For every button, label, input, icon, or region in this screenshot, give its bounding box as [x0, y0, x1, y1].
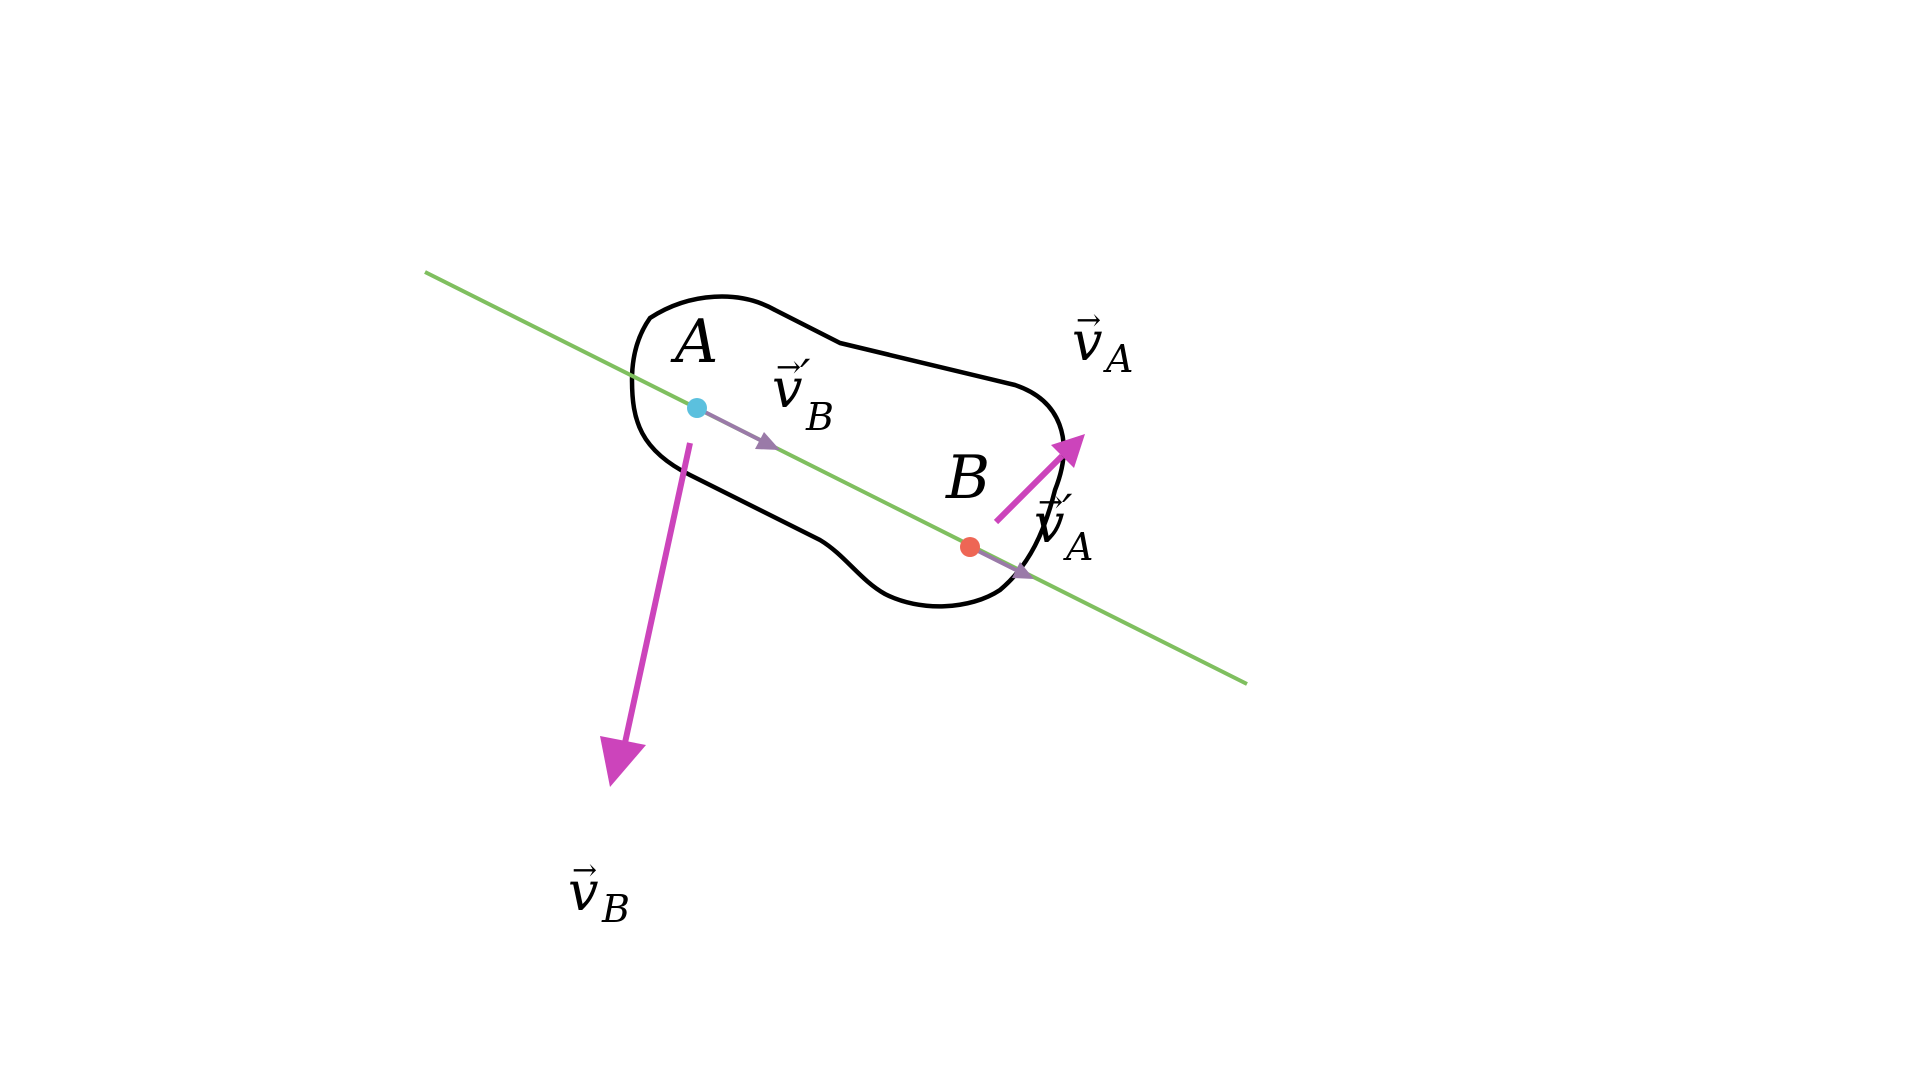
v-b-prime-arrow-shaft — [696, 406, 761, 442]
v-b-arrow-head — [600, 736, 646, 787]
v-b-prime-label-arrow: → — [776, 350, 801, 385]
v-b-prime-label-sub: B — [805, 395, 834, 439]
v-a-prime-label-mark: ′ — [1062, 484, 1073, 538]
v-a-prime-label-sub: A — [1063, 525, 1093, 569]
v-a-label-sub: A — [1103, 337, 1133, 381]
v-b-label: → v B — [568, 853, 630, 931]
v-b-arrow-shaft — [620, 442, 693, 753]
v-a-prime-arrow-head — [1012, 562, 1034, 579]
v-b-prime-arrow-head — [755, 432, 780, 450]
rigid-body-outline — [629, 294, 1066, 609]
v-a-label-arrow: → — [1076, 303, 1101, 338]
v-b-prime-label-mark: ′ — [800, 349, 811, 403]
point-b-dot — [960, 537, 980, 557]
v-a-arrow-head — [1051, 434, 1085, 468]
v-a-prime-label: → v ′ A — [1034, 484, 1093, 569]
v-b-label-sub: B — [601, 887, 630, 931]
v-b-label-base: v — [568, 860, 599, 923]
point-b-label: B — [945, 443, 990, 513]
v-a-label: → v A — [1072, 303, 1133, 381]
v-a-arrow-shaft — [993, 453, 1065, 525]
line-ab — [424, 270, 1248, 686]
v-a-label-base: v — [1072, 310, 1103, 373]
v-a-prime-label-base: v — [1034, 492, 1065, 555]
v-a-prime-label-arrow: → — [1038, 485, 1063, 520]
v-b-prime-label-base: v — [772, 357, 803, 420]
point-a-dot — [687, 398, 707, 418]
point-a-label: A — [670, 307, 718, 377]
v-b-prime-label: → v ′ B — [772, 349, 834, 439]
v-b-label-arrow: → — [572, 853, 597, 888]
